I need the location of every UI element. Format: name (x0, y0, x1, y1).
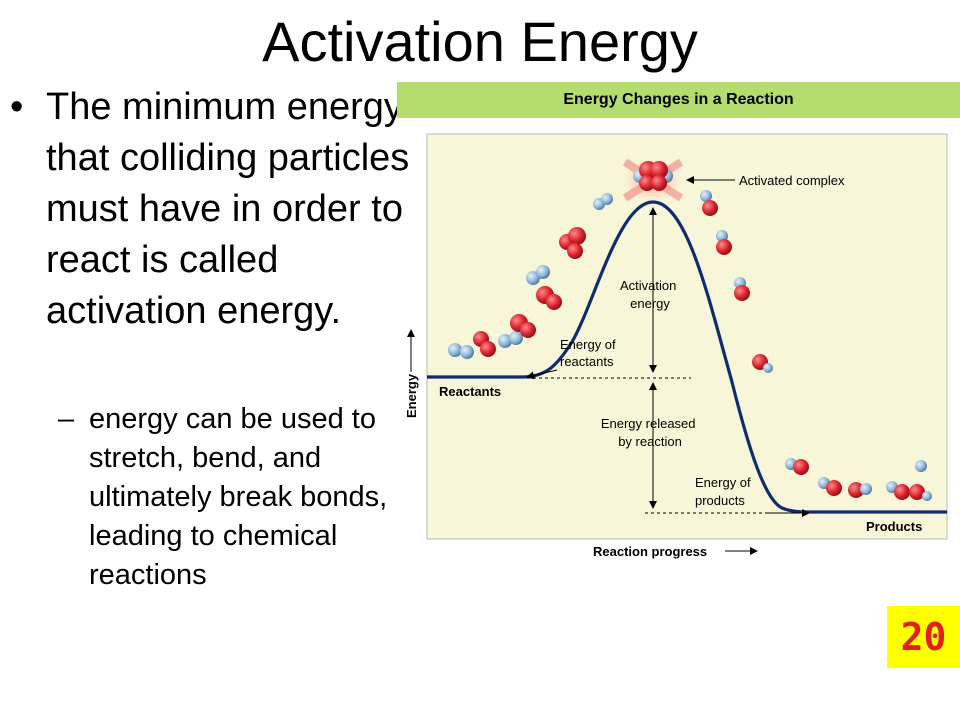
energy-released-line2: by reaction (618, 434, 682, 449)
reactants-energy-pointer (526, 369, 558, 380)
energy-of-reactants-line2: reactants (560, 354, 614, 369)
product-molecule-8 (886, 481, 910, 500)
reactant-molecule-3 (526, 265, 562, 310)
product-molecule-2 (716, 230, 732, 255)
molecule-illustrations (448, 158, 932, 501)
energy-of-reactants-line1: Energy of (560, 337, 616, 352)
energy-released-label: Energy released by reaction (601, 416, 699, 449)
page-number-badge: 20 (887, 606, 960, 668)
energy-of-products-line1: Energy of (695, 475, 751, 490)
reactants-label: Reactants (439, 384, 501, 399)
activation-energy-line1: Activation (620, 278, 676, 293)
y-axis-label: Energy (404, 373, 419, 418)
main-bullet-text: The minimum energy that colliding partic… (46, 86, 410, 332)
product-molecule-6 (818, 477, 842, 496)
energy-of-products-line2: products (695, 493, 745, 508)
energy-curve (427, 200, 947, 514)
activated-complex-label: Activated complex (739, 173, 845, 188)
product-molecule-7 (848, 482, 872, 498)
figure-title: Energy Changes in a Reaction (397, 82, 960, 118)
product-molecule-3 (734, 277, 750, 301)
energy-of-products-label: Energy of products (695, 475, 754, 508)
activated-complex-molecule (622, 158, 684, 202)
reactant-molecule-5 (593, 193, 613, 210)
reactant-molecule-2 (498, 314, 536, 348)
energy-of-reactants-label: Energy of reactants (560, 337, 619, 369)
activation-energy-line2: energy (630, 296, 670, 311)
energy-diagram: Energy Reaction progress Reactants Produ… (404, 133, 948, 559)
slide-title: Activation Energy (262, 10, 698, 73)
product-molecule-1 (700, 190, 718, 216)
sub-bullet-marker: – (58, 403, 75, 435)
product-molecule-9 (909, 460, 932, 501)
x-axis-label: Reaction progress (593, 544, 707, 559)
reactant-molecule-4 (559, 227, 586, 259)
product-molecule-4 (752, 354, 773, 373)
product-molecule-5 (785, 458, 809, 475)
sub-bullet-text: energy can be used to stretch, bend, and… (89, 403, 388, 591)
activation-energy-label: Activation energy (620, 278, 680, 311)
bullet-marker: • (10, 86, 24, 128)
energy-released-line1: Energy released (601, 416, 696, 431)
products-label: Products (866, 519, 922, 534)
reactant-molecule-1 (448, 331, 496, 359)
